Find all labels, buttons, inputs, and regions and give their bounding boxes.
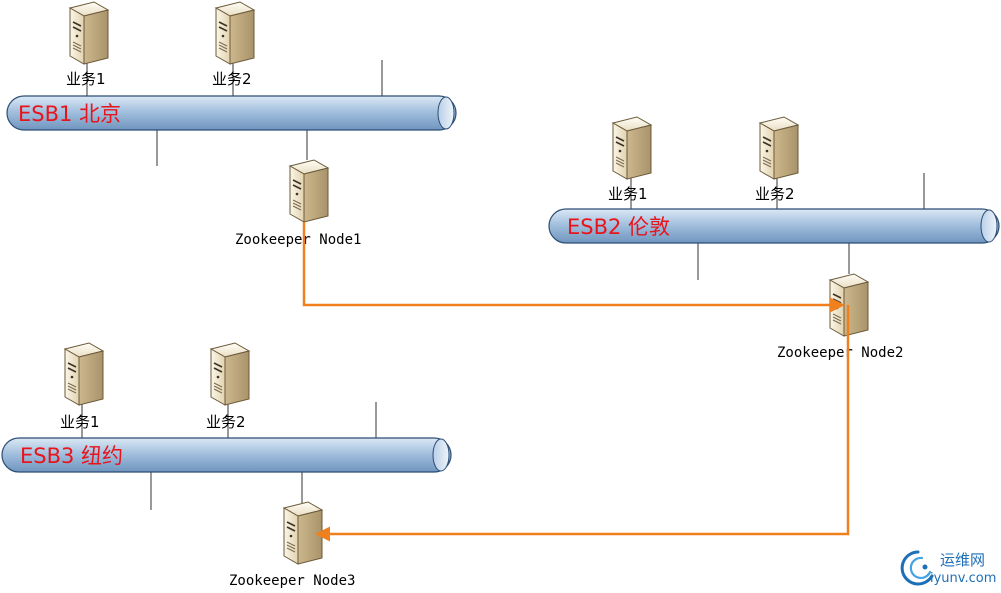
esb-bus: ESB2 伦敦: [548, 208, 1000, 244]
zookeeper-node-label: Zookeeper Node2: [777, 345, 903, 361]
bus-label: ESB2 伦敦: [567, 215, 670, 239]
zookeeper-link-node2-node3: [315, 305, 850, 542]
server-icon[interactable]: [69, 1, 109, 65]
service-label: 业务2: [755, 185, 795, 203]
bus-label: ESB1 北京: [18, 102, 121, 126]
service-label: 业务1: [66, 70, 106, 88]
cluster-esb3: ESB3 纽约 业务1 业务2 Zookeeper Node3: [1, 342, 452, 589]
server-icon[interactable]: [759, 116, 799, 180]
zookeeper-server-icon[interactable]: [289, 159, 329, 223]
server-icon[interactable]: [215, 1, 255, 65]
cluster-esb2: ESB2 伦敦 业务1 业务2 Zookeeper Node2: [548, 116, 1000, 361]
zookeeper-link-node1-node2: [302, 222, 845, 313]
service-label: 业务1: [608, 185, 648, 203]
service-label: 业务2: [206, 413, 246, 431]
esb-bus: ESB3 纽约: [1, 437, 452, 473]
server-icon[interactable]: [210, 342, 250, 406]
watermark-site-en: iyunv.com: [930, 571, 996, 586]
server-icon[interactable]: [64, 342, 104, 406]
server-icon[interactable]: [612, 116, 652, 180]
service-label: 业务2: [212, 70, 252, 88]
swirl-logo-icon: [900, 550, 934, 586]
watermark-site-cn: 运维网: [940, 551, 985, 569]
zookeeper-node-label: Zookeeper Node1: [235, 232, 361, 248]
bus-label: ESB3 纽约: [20, 444, 123, 468]
watermark: 运维网 iyunv.com: [900, 550, 996, 586]
cluster-esb1: ESB1 北京 业务1 业务2 Zookeeper Node1: [6, 1, 457, 248]
service-label: 业务1: [60, 413, 100, 431]
zookeeper-server-icon[interactable]: [283, 501, 323, 565]
zookeeper-node-label: Zookeeper Node3: [229, 573, 355, 589]
esb-bus: ESB1 北京: [6, 95, 457, 131]
